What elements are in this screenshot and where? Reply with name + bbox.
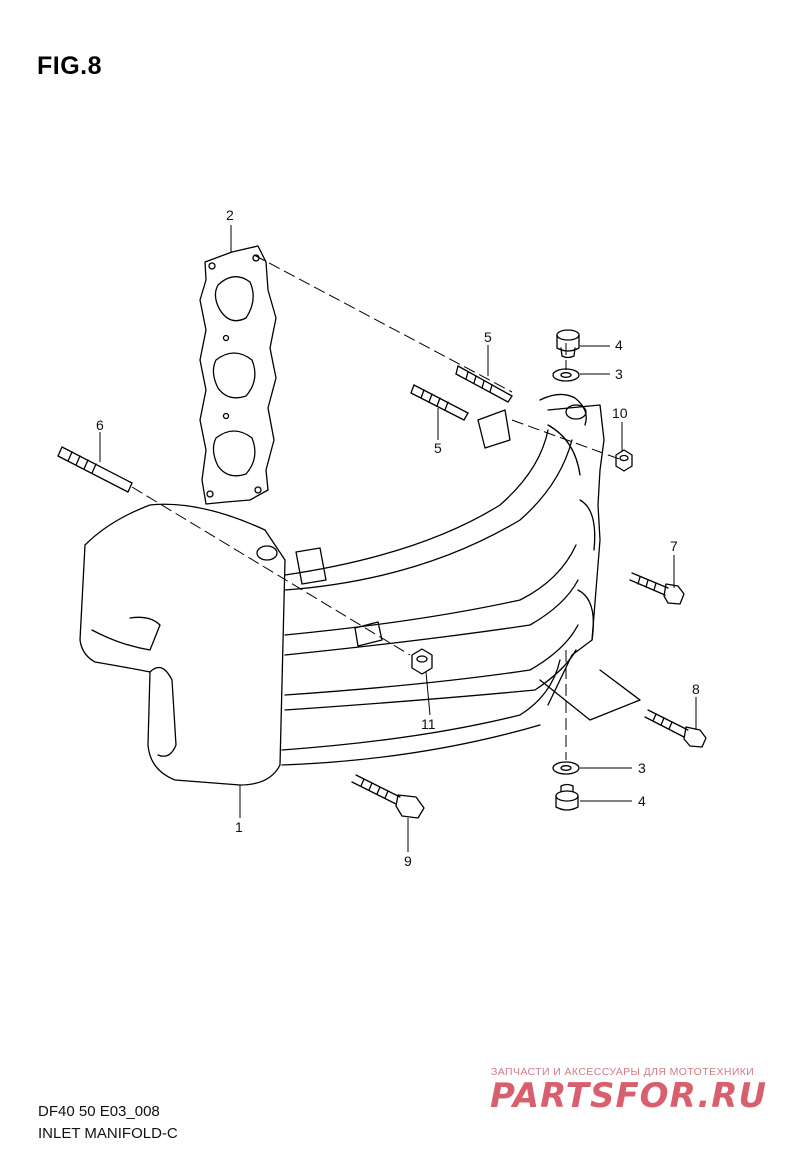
plug-part-4-lower[interactable] — [555, 783, 579, 811]
inlet-manifold-part-1[interactable] — [79, 393, 641, 786]
callout-4-lower: 4 — [638, 793, 646, 809]
washer-part-3-lower[interactable] — [552, 761, 580, 775]
diagram-code: DF40 50 E03_008 — [38, 1103, 160, 1120]
leader-lines — [99, 225, 697, 852]
callout-5-lower: 5 — [434, 440, 442, 456]
callout-labels: 1 2 3 3 4 4 5 5 6 7 8 9 10 11 — [96, 207, 700, 869]
gasket-part-2[interactable] — [199, 245, 277, 505]
guide-lines — [131, 254, 623, 760]
callout-11: 11 — [421, 716, 436, 732]
stud-bolt-part-5-lower[interactable] — [410, 384, 469, 421]
stud-bolt-part-5-upper[interactable] — [455, 365, 513, 403]
callout-6: 6 — [96, 417, 104, 433]
nut-part-10[interactable] — [615, 449, 633, 472]
plug-part-4-upper[interactable] — [556, 329, 580, 359]
bolt-part-9[interactable] — [351, 774, 425, 819]
bolt-part-7[interactable] — [629, 572, 685, 605]
figure-title: FIG.8 — [37, 52, 103, 80]
callout-8: 8 — [692, 681, 700, 697]
washer-part-3-upper[interactable] — [552, 368, 580, 382]
diagram-title: INLET MANIFOLD-C — [38, 1125, 178, 1142]
callout-1: 1 — [235, 819, 243, 835]
callout-7: 7 — [670, 538, 678, 554]
watermark-tagline: ЗАПЧАСТИ И АКСЕССУАРЫ ДЛЯ МОТОТЕХНИКИ — [491, 1066, 755, 1078]
watermark-logo: PARTSFOR.RU — [490, 1076, 768, 1116]
nut-part-11[interactable] — [411, 648, 433, 675]
bolt-part-8[interactable] — [644, 709, 707, 748]
callout-9: 9 — [404, 853, 412, 869]
callout-4-upper: 4 — [615, 337, 623, 353]
callout-10: 10 — [612, 405, 628, 421]
callout-5-upper: 5 — [484, 329, 492, 345]
callout-2: 2 — [226, 207, 234, 223]
callout-3-lower: 3 — [638, 760, 646, 776]
stud-bolt-part-6[interactable] — [57, 446, 133, 493]
callout-3-upper: 3 — [615, 366, 623, 382]
